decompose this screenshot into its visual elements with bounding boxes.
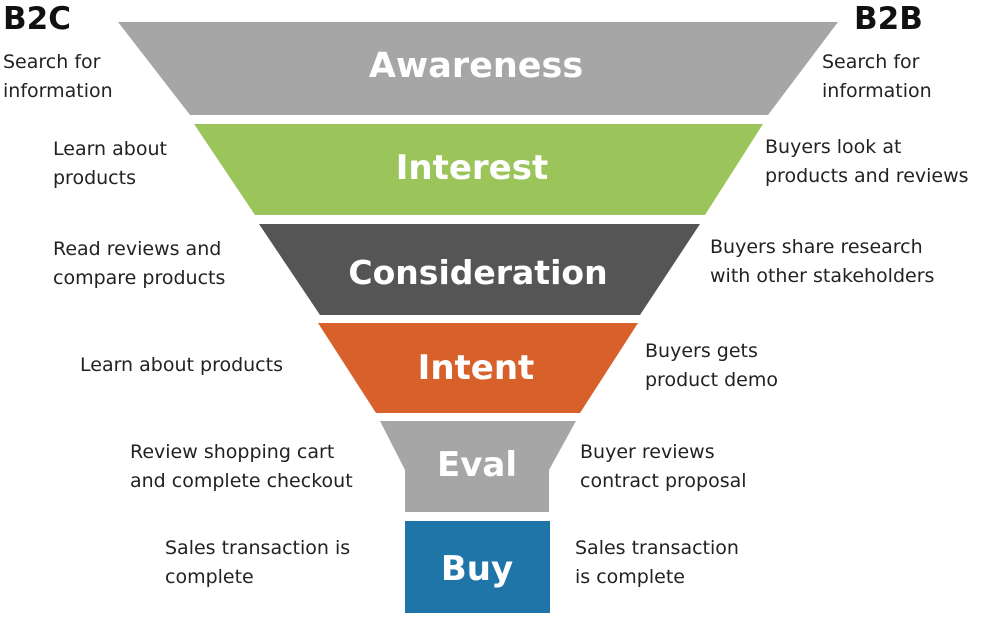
stage-eval-label: Eval <box>437 445 517 485</box>
b2b-interest-text: Buyers look at products and reviews <box>765 133 969 191</box>
b2c-eval-line: Review shopping cart <box>130 441 335 463</box>
stage-interest-shape <box>194 124 763 215</box>
b2b-buy-text: Sales transaction is complete <box>575 534 739 592</box>
b2c-awareness-line: Search for <box>3 51 101 73</box>
stage-interest-label: Interest <box>396 148 549 188</box>
stage-intent-shape <box>318 323 638 413</box>
b2c-awareness-text: Search for information <box>3 48 113 106</box>
b2c-interest-line: Learn about <box>53 138 167 160</box>
stage-eval-shape <box>380 421 576 512</box>
b2b-eval-text: Buyer reviews contract proposal <box>580 438 747 496</box>
stage-intent-label: Intent <box>418 348 535 388</box>
stage-consideration-shape <box>259 224 700 315</box>
b2c-interest-line: products <box>53 167 136 189</box>
b2c-intent-line: Learn about products <box>80 354 283 376</box>
b2b-eval-line: contract proposal <box>580 470 747 492</box>
b2c-consideration-line: compare products <box>53 267 226 289</box>
b2b-interest-line: products and reviews <box>765 165 969 187</box>
b2b-awareness-line: Search for <box>822 51 920 73</box>
b2c-interest-text: Learn about products <box>53 135 167 193</box>
b2c-consideration-line: Read reviews and <box>53 238 222 260</box>
b2b-consideration-text: Buyers share research with other stakeho… <box>710 233 934 291</box>
b2c-consideration-text: Read reviews and compare products <box>53 235 225 293</box>
stage-buy-label: Buy <box>441 549 513 589</box>
b2c-buy-line: complete <box>165 566 254 588</box>
b2c-eval-text: Review shopping cart and complete checko… <box>130 438 353 496</box>
stage-awareness-shape <box>118 22 838 115</box>
b2b-intent-line: product demo <box>645 369 778 391</box>
b2b-buy-line: is complete <box>575 566 685 588</box>
b2c-awareness-line: information <box>3 80 113 102</box>
b2b-column-header: B2B <box>854 1 923 37</box>
b2c-intent-text: Learn about products <box>80 351 283 380</box>
b2b-eval-line: Buyer reviews <box>580 441 715 463</box>
b2b-buy-line: Sales transaction <box>575 537 739 559</box>
b2c-eval-line: and complete checkout <box>130 470 353 492</box>
stage-buy-shape <box>405 521 550 613</box>
b2b-intent-text: Buyers gets product demo <box>645 337 778 395</box>
b2c-buy-line: Sales transaction is <box>165 537 351 559</box>
b2c-column-header: B2C <box>3 1 71 37</box>
b2b-consideration-line: with other stakeholders <box>710 265 935 287</box>
b2b-interest-line: Buyers look at <box>765 136 902 158</box>
stage-consideration-label: Consideration <box>348 253 607 292</box>
b2b-awareness-text: Search for information <box>822 48 932 106</box>
b2b-awareness-line: information <box>822 80 932 102</box>
stage-awareness-label: Awareness <box>369 46 583 86</box>
b2b-intent-line: Buyers gets <box>645 340 758 362</box>
b2c-buy-text: Sales transaction is complete <box>165 534 350 592</box>
b2b-consideration-line: Buyers share research <box>710 236 923 258</box>
